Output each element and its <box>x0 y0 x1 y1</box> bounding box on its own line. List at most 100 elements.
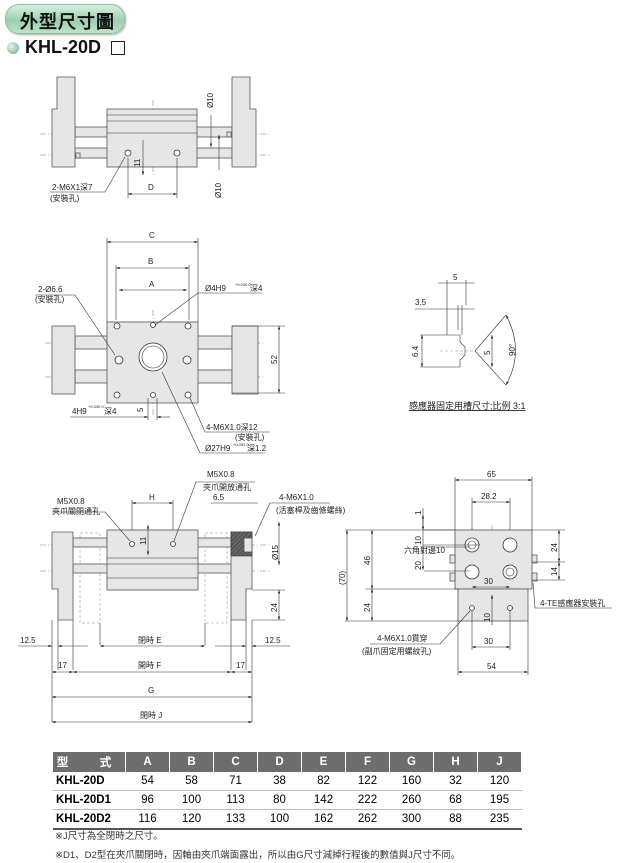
dim-5: 5 <box>136 407 145 412</box>
column-header: J <box>477 752 522 772</box>
dim-j: 閉時 J <box>140 711 162 720</box>
dim-12-5-right: 12.5 <box>265 636 281 645</box>
front-view: C B A 52 2-Ø6.6 (安裝孔) Ø4H9 +0.030 0 深4 4… <box>35 231 285 454</box>
dim-46: 46 <box>363 556 372 565</box>
dim-11-side: 11 <box>139 536 148 545</box>
dim-54: 54 <box>487 662 496 671</box>
value-cell: 162 <box>301 809 346 830</box>
dim-30-upper: 30 <box>484 577 493 586</box>
tap-hole-note: (安裝孔) <box>235 432 265 442</box>
value-cell: 116 <box>125 809 170 830</box>
value-cell: 222 <box>345 790 390 810</box>
dim-10-lower: 10 <box>483 613 492 622</box>
dim-11: 11 <box>133 158 142 167</box>
value-cell: 54 <box>125 772 170 791</box>
dim-24-upper: 24 <box>550 543 559 552</box>
dim-e: 閉時 E <box>138 636 162 645</box>
bore-depth: 深1.2 <box>247 444 267 453</box>
value-cell: 160 <box>389 772 434 791</box>
column-header: D <box>257 752 302 772</box>
value-cell: 120 <box>477 772 522 791</box>
pin-tolerance: +0.030 0 <box>235 282 251 287</box>
dim-20: 20 <box>414 561 423 570</box>
slot-tolerance: +0.030 0 <box>88 404 104 409</box>
column-header: F <box>345 752 390 772</box>
technical-drawings: D 11 Ø10 Ø10 2-M6X1深7 (安裝孔) C B <box>18 76 612 724</box>
value-cell: 262 <box>345 809 390 830</box>
dim-17-left: 17 <box>58 661 67 670</box>
dim-h: H <box>149 493 155 502</box>
hex-across-flats: 六角對邊10 <box>404 545 445 555</box>
bore-tolerance: +0.052 0 <box>233 442 249 447</box>
pin-depth: 深4 <box>250 284 263 293</box>
dim-65: 65 <box>487 470 496 479</box>
value-cell: 38 <box>257 772 302 791</box>
dim-g: G <box>148 686 154 695</box>
model-cell: KHL-20D1 <box>53 790 126 810</box>
dim-phi15: Ø15 <box>271 544 280 560</box>
value-cell: 122 <box>345 772 390 791</box>
pin-hole-label: Ø4H9 <box>205 284 226 293</box>
column-header: A <box>125 752 170 772</box>
dim-a: A <box>149 280 155 289</box>
close-port-note: 夾爪關閉通孔 <box>52 506 100 516</box>
bore-label: Ø27H9 <box>205 444 231 453</box>
hole-2-phi66-label: 2-Ø6.6 <box>38 285 63 294</box>
dim-5-width: 5 <box>453 273 458 282</box>
mount-hole-label: 2-M6X1深7 <box>52 183 93 192</box>
model-cell: KHL-20D2 <box>53 809 126 830</box>
value-cell: 113 <box>213 790 258 810</box>
dim-1: 1 <box>414 510 423 515</box>
dim-c: C <box>149 231 155 240</box>
checkbox-square-icon <box>111 40 126 55</box>
close-port-label: M5X0.8 <box>57 497 85 506</box>
value-cell: 32 <box>433 772 478 791</box>
dim-12-5-left: 12.5 <box>20 636 36 645</box>
column-header: C <box>213 752 258 772</box>
screw-label: 4-M6X1.0 <box>279 493 314 502</box>
open-port-note: 夾爪開放通孔 <box>203 482 251 492</box>
dim-24-lower: 24 <box>363 603 372 612</box>
value-cell: 120 <box>169 809 214 830</box>
model-cell: KHL-20D <box>53 772 126 791</box>
top-view: D 11 Ø10 Ø10 2-M6X1深7 (安裝孔) <box>40 76 270 203</box>
through-tap-note: (副爪固定用螺紋孔) <box>362 646 432 656</box>
slot-label: 4H9 <box>72 407 87 416</box>
dim-90deg: 90° <box>508 344 517 356</box>
value-cell: 58 <box>169 772 214 791</box>
note-d1-d2: ※D1、D2型在夾爪關閉時，因軸由夾爪端面露出，所以由G尺寸減掉行程後的數值與J… <box>55 850 461 861</box>
column-header: B <box>169 752 214 772</box>
value-cell: 100 <box>257 809 302 830</box>
dim-14: 14 <box>550 567 559 576</box>
dim-10-top: 10 <box>414 536 423 545</box>
section-title-badge: 外型尺寸圖 <box>5 4 125 34</box>
column-header: 型 式 <box>53 752 126 772</box>
bullet-icon <box>7 41 19 54</box>
dim-70: (70) <box>338 570 347 585</box>
value-cell: 142 <box>301 790 346 810</box>
value-cell: 68 <box>433 790 478 810</box>
value-cell: 96 <box>125 790 170 810</box>
dim-b: B <box>148 257 153 266</box>
dim-30-lower: 30 <box>484 637 493 646</box>
open-port-label: M5X0.8 <box>207 470 235 479</box>
dim-6-5: 6.5 <box>213 493 225 502</box>
value-cell: 260 <box>389 790 434 810</box>
tap-hole-label: 4-M6X1.0深12 <box>206 423 258 432</box>
column-header: E <box>301 752 346 772</box>
value-cell: 235 <box>477 809 522 830</box>
dim-phi10-bottom: Ø10 <box>214 182 223 198</box>
sensor-hole-label: 4-TE感應器安裝孔 <box>540 598 605 608</box>
dim-d: D <box>148 183 154 192</box>
model-name: KHL-20D <box>25 37 102 57</box>
dim-52: 52 <box>270 355 279 364</box>
dim-phi10-top: Ø10 <box>206 92 215 108</box>
dim-3-5: 3.5 <box>415 298 427 307</box>
note-j: ※J尺寸為全閉時之尺寸。 <box>55 831 163 842</box>
dim-6-4: 6.4 <box>411 345 420 357</box>
side-view: H 11 M5X0.8 夾爪關閉通孔 M5X0.8 夾爪開放通孔 6.5 4-M… <box>18 470 346 724</box>
